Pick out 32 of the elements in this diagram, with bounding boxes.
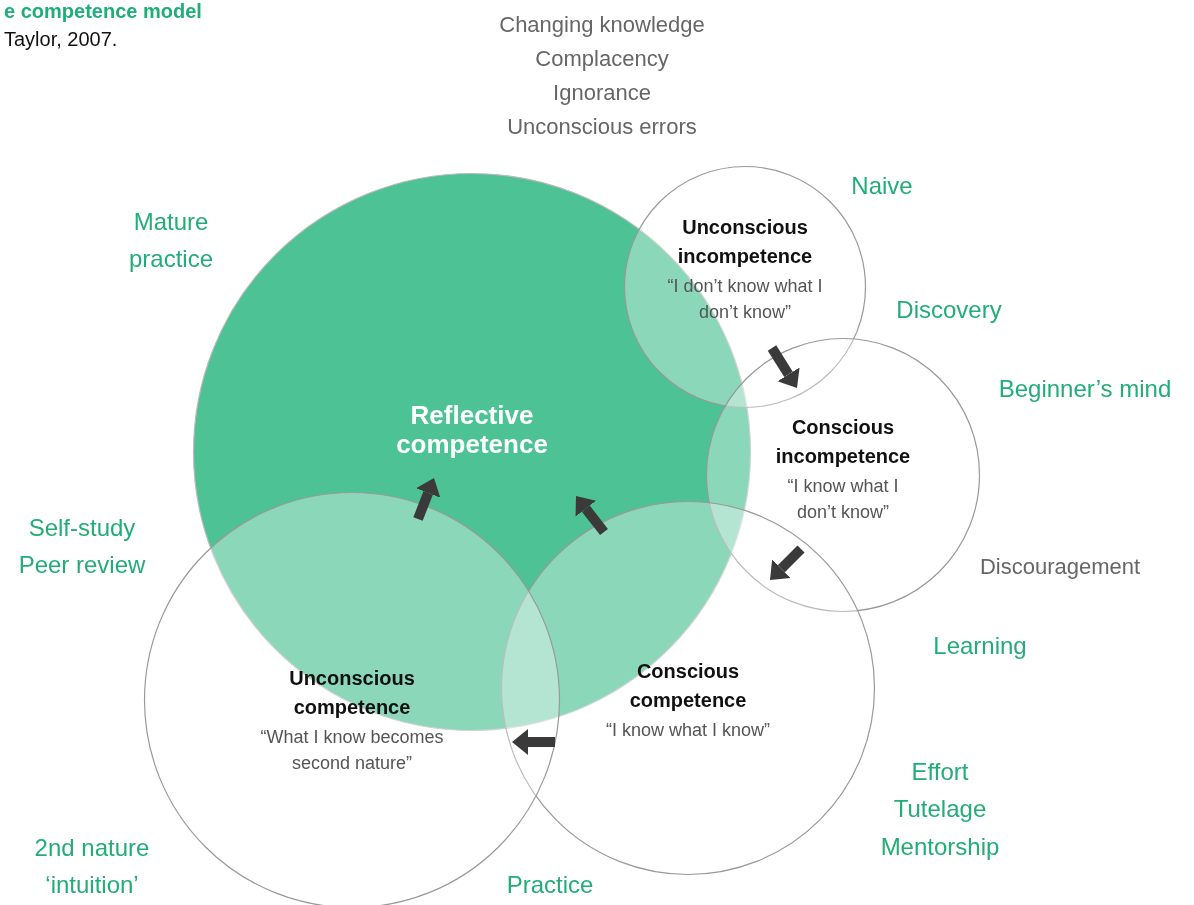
- side-label: Complacency: [534, 45, 670, 73]
- side-label: Mature practice: [127, 207, 214, 274]
- side-label: Naive: [850, 171, 914, 201]
- arrow: [767, 345, 800, 388]
- source-caption: Taylor, 2007.: [4, 28, 118, 51]
- diagram-title: e competence model: [4, 0, 202, 23]
- side-label: Beginner’s mind: [997, 374, 1173, 404]
- side-label: Tutelage: [892, 794, 988, 824]
- arrow: [575, 496, 608, 536]
- side-label: Practice: [505, 870, 595, 900]
- side-label: Effort: [910, 757, 970, 787]
- venn-circle: [706, 338, 980, 612]
- circle-title: Reflective competence: [395, 401, 549, 459]
- side-label: 2nd nature ‘intuition’: [33, 833, 151, 900]
- side-label: Ignorance: [552, 79, 652, 107]
- circle-title: Conscious incompetence: [774, 415, 912, 469]
- side-label: Mentorship: [879, 832, 1001, 862]
- circle-title: Conscious competence: [628, 659, 748, 713]
- arrow: [770, 545, 805, 580]
- side-label: Discouragement: [978, 553, 1142, 581]
- circle-quote: “I know what I know”: [605, 719, 771, 742]
- side-label: Discovery: [895, 295, 1003, 325]
- circle-title: Unconscious incompetence: [676, 215, 814, 269]
- arrow: [413, 478, 441, 521]
- circle-quote: “I know what I don’t know”: [786, 475, 900, 524]
- arrow: [512, 729, 555, 755]
- side-label: Unconscious errors: [506, 113, 698, 141]
- circle-quote: “What I know becomes second nature”: [259, 726, 445, 775]
- side-label: Self-study: [27, 513, 137, 543]
- side-label: Learning: [932, 631, 1028, 661]
- side-label: Peer review: [17, 550, 147, 580]
- side-label: Changing knowledge: [498, 11, 706, 39]
